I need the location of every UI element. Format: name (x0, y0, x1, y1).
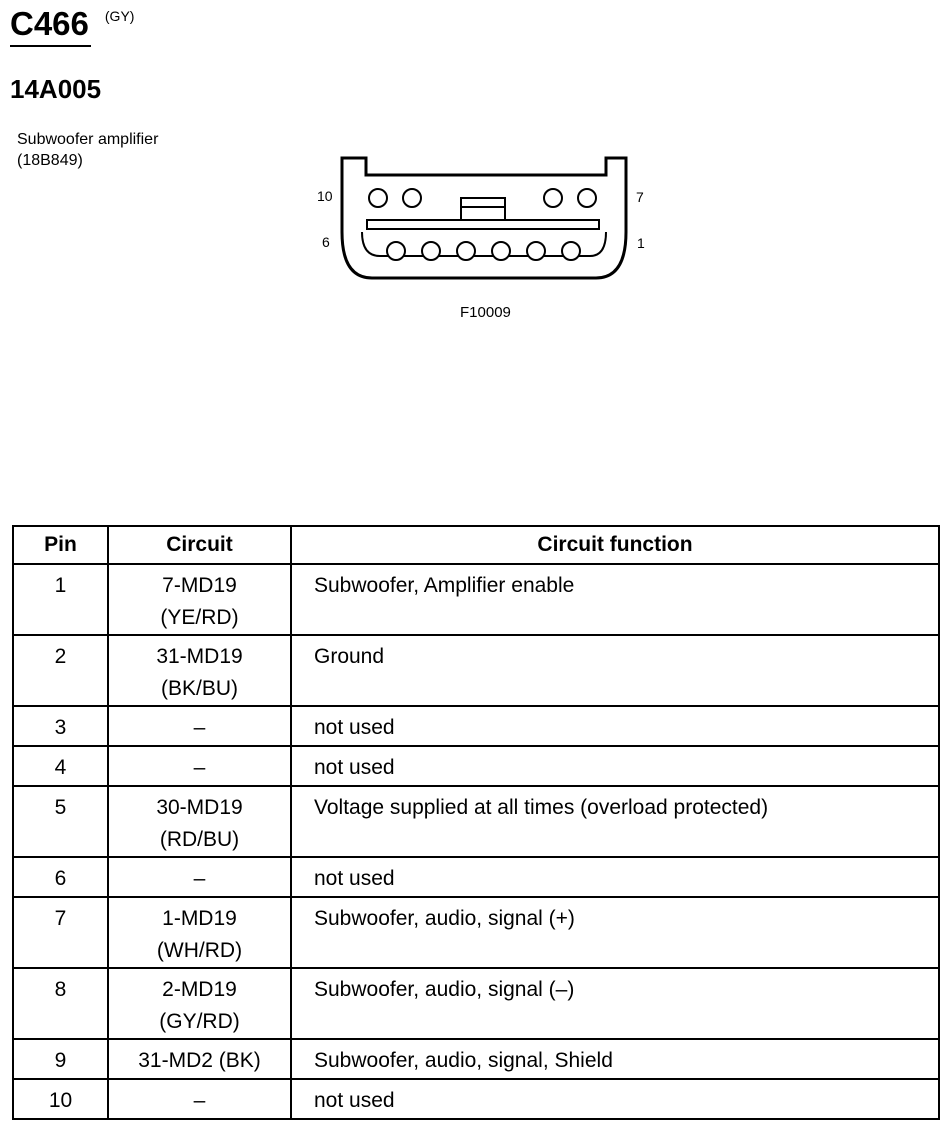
pin-cavity (543, 188, 563, 208)
pin-number: 10 (12, 1078, 109, 1120)
connector-outline (340, 156, 628, 280)
pin-cavity (491, 241, 511, 261)
connector-color-code: (GY) (104, 8, 135, 24)
figure-id: F10009 (460, 304, 511, 321)
pin-number: 6 (12, 856, 109, 898)
connector-key-tab (460, 197, 506, 221)
component-code: (18B849) (17, 152, 83, 169)
pin-number: 5 (12, 785, 109, 858)
circuit-function: Ground (290, 634, 940, 707)
table-row: 10 – not used (12, 1078, 940, 1120)
pinout-table: Pin Circuit Circuit function 1 7-MD19 (YE… (12, 525, 940, 1120)
pin-number: 2 (12, 634, 109, 707)
circuit-function: Subwoofer, Amplifier enable (290, 563, 940, 636)
circuit-id: – (107, 856, 292, 898)
circuit-function: Subwoofer, audio, signal (–) (290, 967, 940, 1040)
table-row: 1 7-MD19 (YE/RD) Subwoofer, Amplifier ena… (12, 563, 940, 636)
table-row: 5 30-MD19 (RD/BU) Voltage supplied at all… (12, 785, 940, 858)
table-row: 8 2-MD19 (GY/RD) Subwoofer, audio, signal… (12, 967, 940, 1040)
pin-label-bottom-left: 6 (322, 234, 330, 250)
circuit-id: – (107, 705, 292, 747)
connector-inner-cavity (361, 231, 607, 257)
pin-number: 8 (12, 967, 109, 1040)
pin-number: 3 (12, 705, 109, 747)
pin-number: 7 (12, 896, 109, 969)
circuit-id: 31-MD2 (BK) (107, 1038, 292, 1080)
pin-number: 9 (12, 1038, 109, 1080)
circuit-id: 1-MD19 (162, 907, 237, 930)
wire-color: (BK/BU) (160, 677, 238, 700)
pin-label-top-left: 10 (317, 188, 333, 204)
pin-label-bottom-right: 1 (637, 235, 645, 251)
circuit-cell: 7-MD19 (YE/RD) (107, 563, 292, 636)
part-number: 14A005 (10, 74, 102, 104)
pin-cavity (561, 241, 581, 261)
wire-color: (RD/BU) (159, 828, 240, 851)
circuit-function: Voltage supplied at all times (overload … (290, 785, 940, 858)
table-row: 7 1-MD19 (WH/RD) Subwoofer, audio, signal… (12, 896, 940, 969)
table-row: 3 – not used (12, 705, 940, 747)
header-circuit-function: Circuit function (290, 525, 940, 565)
pin-label-top-right: 7 (636, 189, 644, 205)
pin-cavity (421, 241, 441, 261)
table-row: 4 – not used (12, 745, 940, 787)
table-row: 9 31-MD2 (BK) Subwoofer, audio, signal, … (12, 1038, 940, 1080)
circuit-id: 2-MD19 (162, 978, 237, 1001)
circuit-id: – (107, 1078, 292, 1120)
circuit-id: 31-MD19 (156, 645, 243, 668)
pin-cavity (402, 188, 422, 208)
pin-number: 1 (12, 563, 109, 636)
wire-color: (WH/RD) (156, 939, 243, 962)
connector-id: C466 (10, 4, 91, 47)
pin-cavity (386, 241, 406, 261)
header-pin: Pin (12, 525, 109, 565)
connector-locking-bar (366, 219, 600, 230)
circuit-cell: 31-MD19 (BK/BU) (107, 634, 292, 707)
title-row: C466 (GY) (10, 4, 134, 47)
component-name: Subwoofer amplifier (17, 131, 159, 148)
circuit-cell: 30-MD19 (RD/BU) (107, 785, 292, 858)
pin-row-top (368, 188, 597, 208)
pin-number: 4 (12, 745, 109, 787)
circuit-function: not used (290, 1078, 940, 1120)
circuit-cell: 2-MD19 (GY/RD) (107, 967, 292, 1040)
pin-cavity (526, 241, 546, 261)
circuit-id: 7-MD19 (162, 574, 237, 597)
table-header-row: Pin Circuit Circuit function (12, 525, 940, 565)
circuit-id: 30-MD19 (156, 796, 243, 819)
circuit-function: Subwoofer, audio, signal (+) (290, 896, 940, 969)
circuit-id: – (107, 745, 292, 787)
header-circuit: Circuit (107, 525, 292, 565)
connector-header: C466 (GY) (10, 4, 134, 47)
pin-row-bottom (386, 241, 581, 261)
circuit-function: not used (290, 856, 940, 898)
wire-color: (YE/RD) (160, 606, 239, 629)
wire-color: (GY/RD) (159, 1010, 240, 1033)
table-row: 2 31-MD19 (BK/BU) Ground (12, 634, 940, 707)
pin-cavity (577, 188, 597, 208)
circuit-function: not used (290, 705, 940, 747)
component-description: Subwoofer amplifier (18B849) (17, 129, 158, 171)
circuit-function: Subwoofer, audio, signal, Shield (290, 1038, 940, 1080)
table-row: 6 – not used (12, 856, 940, 898)
pin-cavity (368, 188, 388, 208)
circuit-cell: 1-MD19 (WH/RD) (107, 896, 292, 969)
connector-face-diagram: 10 7 6 1 F10009 (317, 156, 645, 321)
circuit-function: not used (290, 745, 940, 787)
pin-cavity (456, 241, 476, 261)
